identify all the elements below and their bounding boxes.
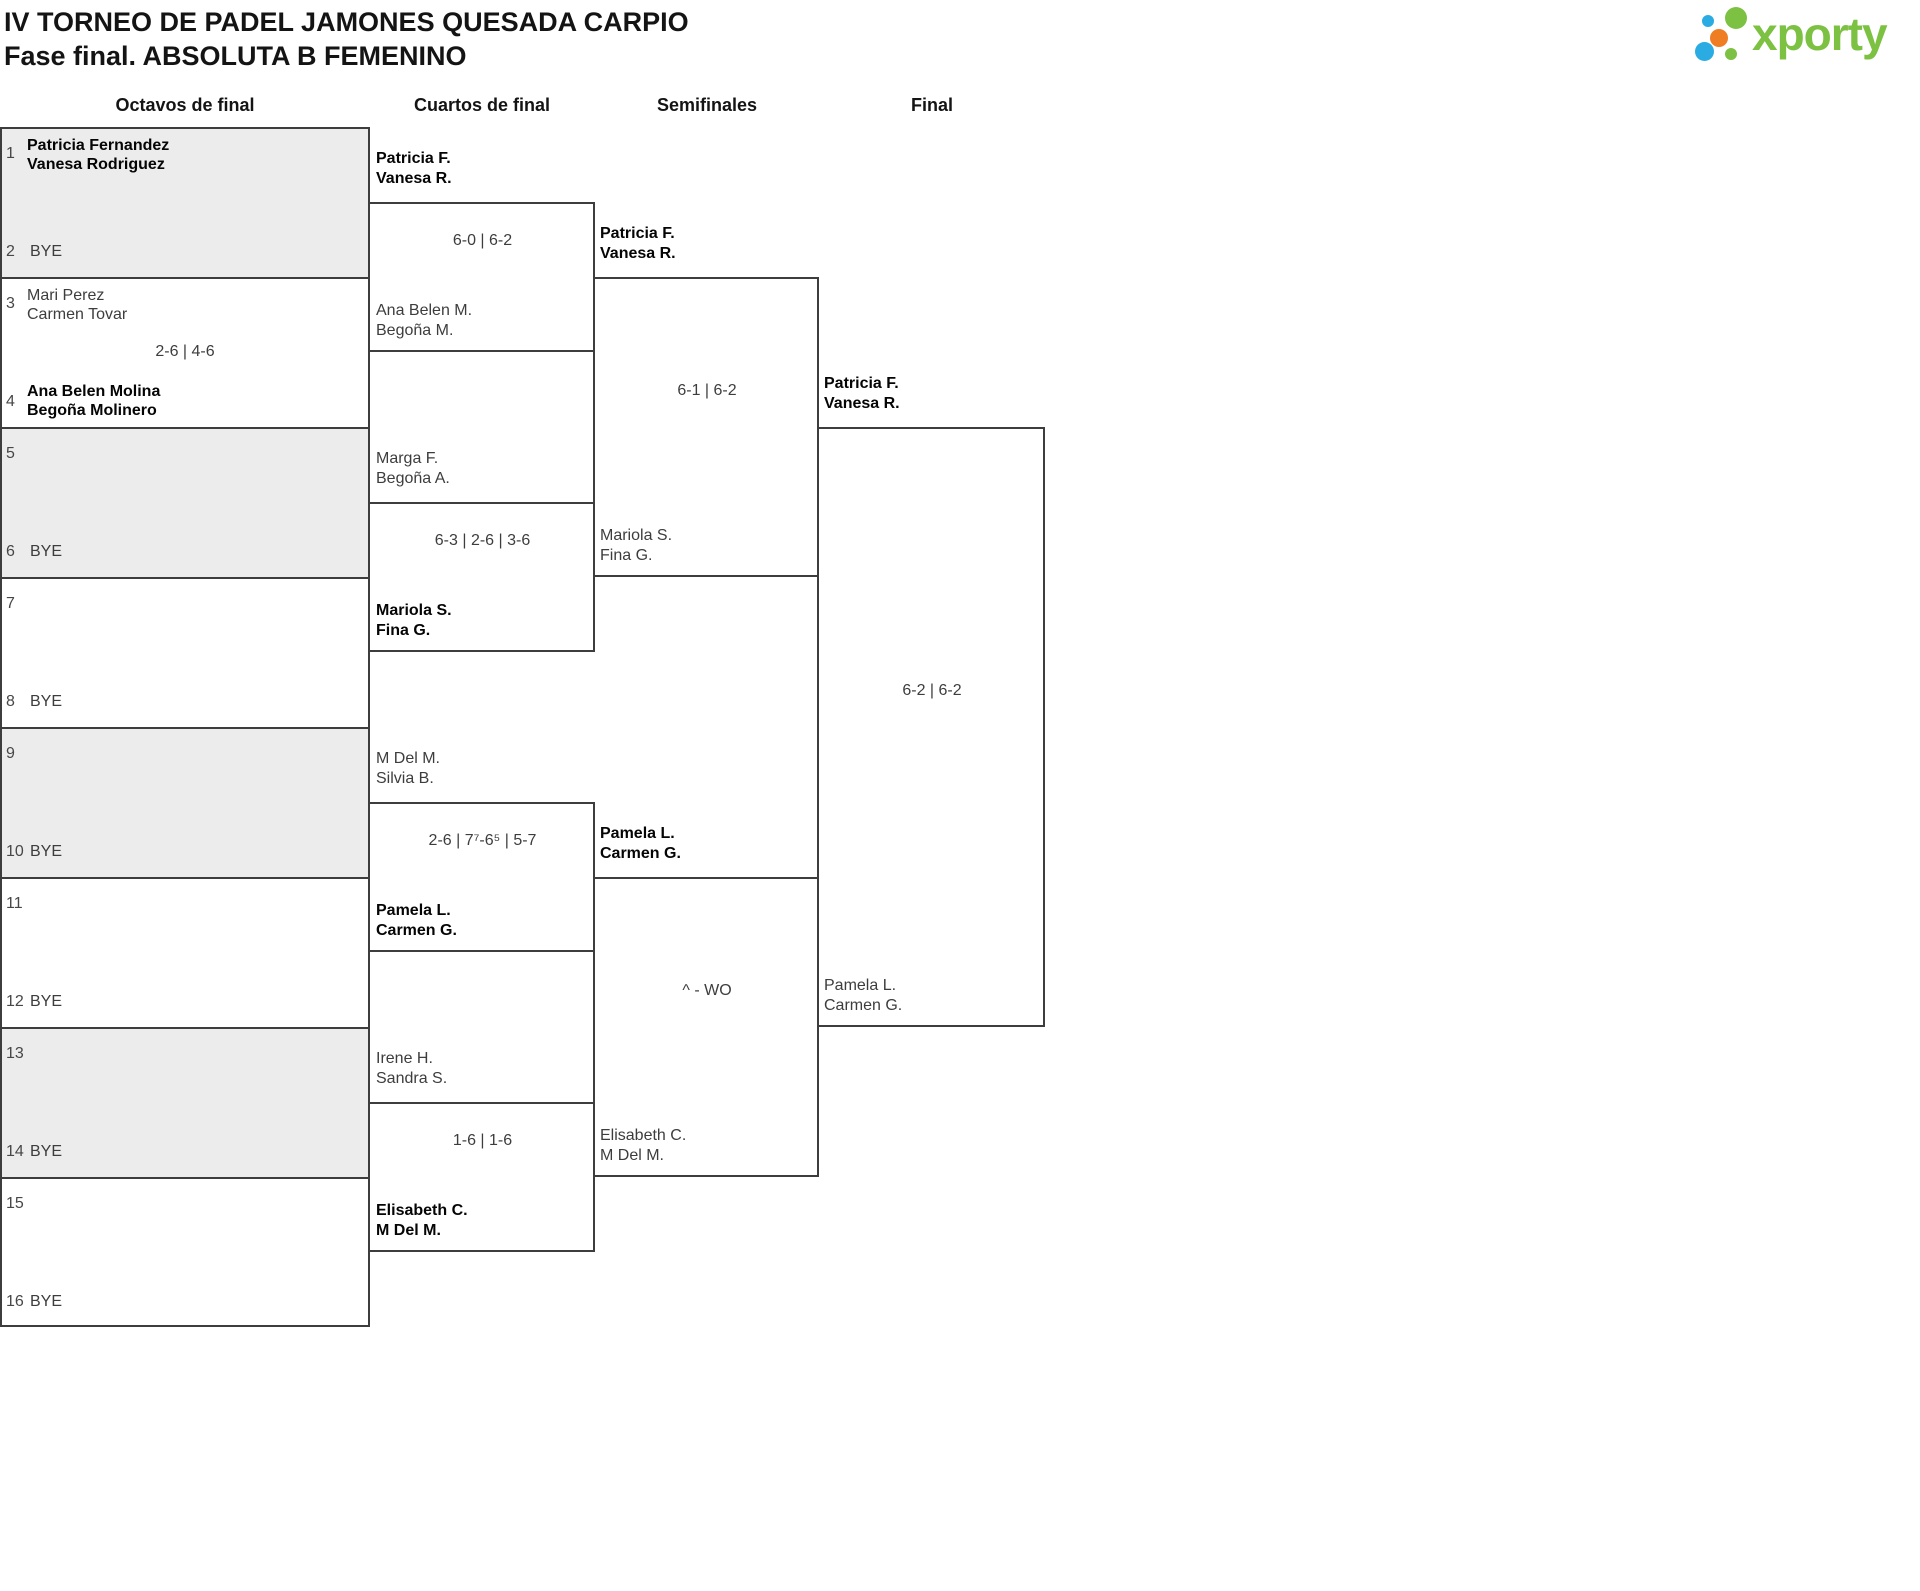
final-bottom-team: Pamela L. Carmen G. bbox=[824, 977, 903, 1014]
r16-slot10-bye: 10 BYE bbox=[6, 843, 63, 860]
r16-seed-number: 4 bbox=[6, 393, 15, 410]
bye-label: BYE bbox=[30, 543, 63, 560]
bye-label: BYE bbox=[30, 993, 63, 1010]
final-score: 6-2 | 6-2 bbox=[902, 682, 962, 699]
r16-seed-number: 13 bbox=[6, 1045, 24, 1062]
round-header-final: Final bbox=[910, 95, 954, 115]
r16-seed-number: 11 bbox=[6, 895, 23, 912]
qf2-score: 6-3 | 2-6 | 3-6 bbox=[434, 532, 531, 549]
round-header-cuartos: Cuartos de final bbox=[413, 95, 551, 115]
sf2-top-team: Pamela L. Carmen G. bbox=[600, 825, 681, 862]
r16-slot6-bye: 6 BYE bbox=[6, 543, 63, 560]
r16-match-box-4 bbox=[0, 577, 370, 727]
r16-slot2-bye: 2 BYE bbox=[6, 243, 63, 260]
r16-match-box-8 bbox=[0, 1177, 370, 1327]
sf2-bottom-team: Elisabeth C. M Del M. bbox=[600, 1127, 687, 1164]
final-match-box bbox=[817, 427, 1045, 1027]
qf-match-box-2 bbox=[368, 502, 595, 652]
logo-dot-orange-icon bbox=[1710, 29, 1728, 47]
xporty-wordmark: xporty bbox=[1752, 8, 1888, 60]
r16-team-slot1: Patricia Fernandez Vanesa Rodriguez bbox=[27, 137, 170, 173]
qf4-top-team: Irene H. Sandra S. bbox=[376, 1050, 448, 1087]
r16-match-box-6 bbox=[0, 877, 370, 1027]
sf2-score: ^ - WO bbox=[682, 982, 732, 999]
logo-dot-blue-small-icon bbox=[1702, 15, 1714, 27]
r16-team-slot3: Mari Perez Carmen Tovar bbox=[27, 287, 128, 323]
sf1-score: 6-1 | 6-2 bbox=[677, 382, 737, 399]
r16-slot12-bye: 12 BYE bbox=[6, 993, 63, 1010]
qf3-score: 2-6 | 7⁷-6⁵ | 5-7 bbox=[428, 832, 537, 849]
tournament-title: IV TORNEO DE PADEL JAMONES QUESADA CARPI… bbox=[4, 7, 689, 37]
bye-label: BYE bbox=[30, 1293, 63, 1310]
qf3-top-team: M Del M. Silvia B. bbox=[376, 750, 440, 787]
bye-label: BYE bbox=[30, 843, 63, 860]
sf1-bottom-team: Mariola S. Fina G. bbox=[600, 527, 673, 564]
bye-label: BYE bbox=[30, 243, 63, 260]
r16-seed-number: 9 bbox=[6, 745, 15, 762]
r16-match-box-2 bbox=[0, 277, 370, 427]
r16-slot16-bye: 16 BYE bbox=[6, 1293, 63, 1310]
sf-match-box-2 bbox=[593, 877, 819, 1177]
round-header-semifinales: Semifinales bbox=[656, 95, 758, 115]
bye-label: BYE bbox=[30, 1143, 63, 1160]
r16-match2-score: 2-6 | 4-6 bbox=[155, 343, 215, 360]
tournament-subtitle: Fase final. ABSOLUTA B FEMENINO bbox=[4, 41, 467, 71]
r16-seed-number: 5 bbox=[6, 445, 15, 462]
r16-seed-number: 1 bbox=[6, 145, 15, 162]
qf1-score: 6-0 | 6-2 bbox=[452, 232, 513, 249]
qf1-top-team: Patricia F. Vanesa R. bbox=[376, 150, 452, 187]
final-top-team: Patricia F. Vanesa R. bbox=[824, 375, 900, 412]
qf2-bottom-team: Mariola S. Fina G. bbox=[376, 602, 452, 639]
r16-seed-number: 15 bbox=[6, 1195, 24, 1212]
qf4-bottom-team: Elisabeth C. M Del M. bbox=[376, 1202, 468, 1239]
logo-dot-blue-large-icon bbox=[1695, 42, 1714, 61]
logo-dot-green-large-icon bbox=[1725, 7, 1747, 29]
r16-seed-number: 7 bbox=[6, 595, 15, 612]
qf-match-box-4 bbox=[368, 1102, 595, 1252]
qf3-bottom-team: Pamela L. Carmen G. bbox=[376, 902, 457, 939]
r16-slot14-bye: 14 BYE bbox=[6, 1143, 63, 1160]
round-header-octavos: Octavos de final bbox=[115, 95, 255, 115]
qf1-bottom-team: Ana Belen M. Begoña M. bbox=[376, 302, 473, 339]
r16-match-box-1 bbox=[0, 127, 370, 277]
r16-slot8-bye: 8 BYE bbox=[6, 693, 63, 710]
qf2-top-team: Marga F. Begoña A. bbox=[376, 450, 450, 487]
logo-dot-green-small-icon bbox=[1725, 48, 1737, 60]
r16-team-slot4: Ana Belen Molina Begoña Molinero bbox=[27, 383, 161, 419]
bye-label: BYE bbox=[30, 693, 63, 710]
r16-seed-number: 3 bbox=[6, 295, 15, 312]
sf1-top-team: Patricia F. Vanesa R. bbox=[600, 225, 676, 262]
r16-match-box-5 bbox=[0, 727, 370, 877]
qf4-score: 1-6 | 1-6 bbox=[452, 1132, 513, 1149]
